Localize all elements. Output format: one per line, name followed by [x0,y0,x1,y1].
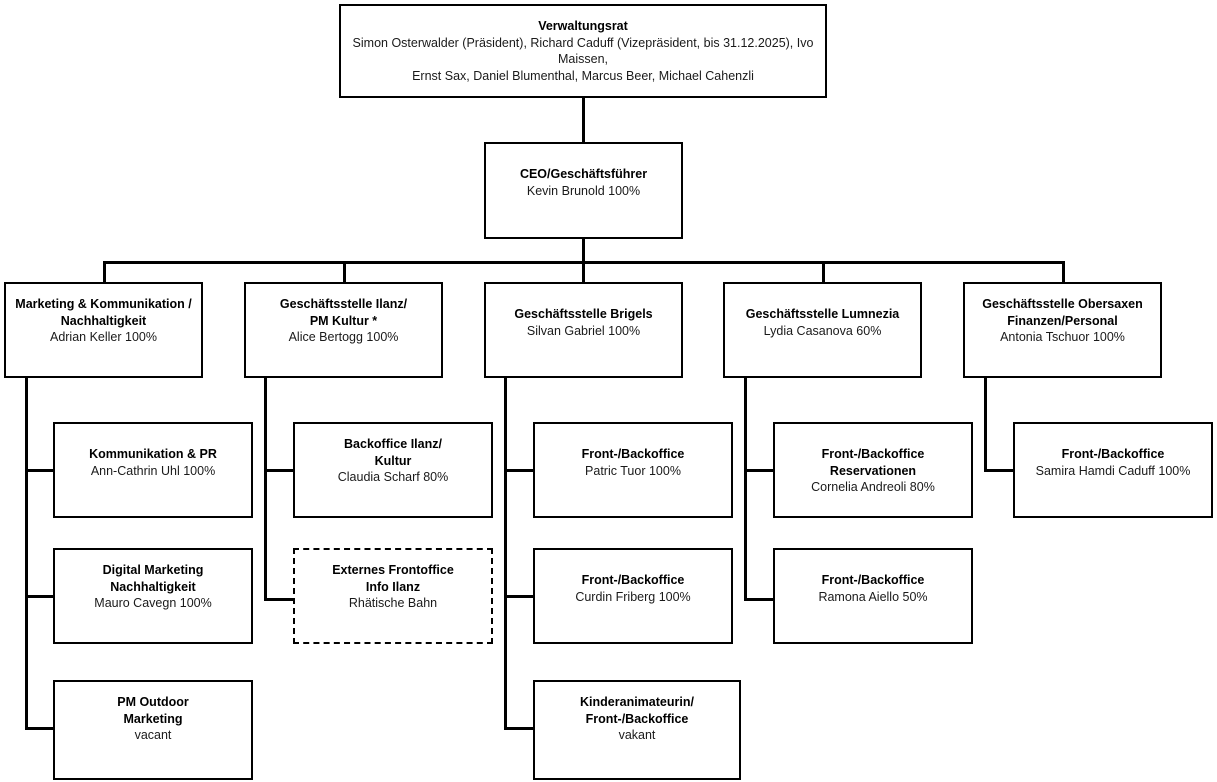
node-kinderanimateurin-title-line1: Kinderanimateurin/ [580,695,694,709]
node-geschaeftsstelle-ilanz[interactable]: Geschäftsstelle Ilanz/ PM Kultur * Alice… [244,282,443,378]
node-brigels-fb1-title: Front-/Backoffice [581,447,685,461]
connector-lumnezia-to-reservationen [744,469,774,472]
connector-drop-ilanz [343,261,346,282]
node-backoffice-ilanz-title-line2: Kultur [374,453,412,468]
node-backoffice-ilanz-person: Claudia Scharf 80% [337,470,449,484]
node-pm-outdoor-marketing[interactable]: PM Outdoor Marketing vacant [53,680,253,780]
connector-ilanz-to-backoffice [264,469,294,472]
node-pm-outdoor-title-line2: Marketing [123,711,183,726]
node-geschaeftsstelle-lumnezia[interactable]: Geschäftsstelle Lumnezia Lydia Casanova … [723,282,922,378]
node-digital-marketing[interactable]: Digital Marketing Nachhaltigkeit Mauro C… [53,548,253,644]
node-ceo-title: CEO/Geschäftsführer [519,167,648,181]
connector-marketing-to-kommunikation [25,469,55,472]
connector-board-to-ceo [582,98,585,142]
node-verwaltungsrat-title: Verwaltungsrat [538,19,628,33]
node-brigels-fb1-person: Patric Tuor 100% [585,463,681,478]
connector-lumnezia-to-fb [744,598,774,601]
connector-drop-marketing [103,261,106,282]
node-lumnezia-person: Lydia Casanova 60% [763,323,882,338]
connector-lumnezia-trunk [744,378,747,601]
connector-ilanz-to-externes [264,598,294,601]
node-backoffice-ilanz-title-line1: Backoffice Ilanz/ [344,437,442,451]
node-lumnezia-fb-person: Ramona Aiello 50% [818,589,928,604]
node-ilanz-title-line1: Geschäftsstelle Ilanz/ [279,297,408,311]
connector-marketing-to-pmoutdoor [25,727,55,730]
connector-marketing-trunk [25,378,28,729]
connector-obersaxen-trunk [984,378,987,472]
node-lumnezia-reservationen-person: Cornelia Andreoli 80% [811,480,935,494]
node-marketing-title-line1: Marketing & Kommunikation / [15,297,192,311]
node-kommunikation-pr-title: Kommunikation & PR [89,447,217,461]
node-brigels-frontbackoffice-1[interactable]: Front-/Backoffice Patric Tuor 100% [533,422,733,518]
node-lumnezia-title: Geschäftsstelle Lumnezia [745,307,900,321]
node-brigels-person: Silvan Gabriel 100% [526,323,641,338]
node-ilanz-title-line2: PM Kultur * [309,313,378,328]
node-obersaxen-fb-person: Samira Hamdi Caduff 100% [1035,463,1191,478]
node-ceo[interactable]: CEO/Geschäftsführer Kevin Brunold 100% [484,142,683,239]
node-digital-marketing-person: Mauro Cavegn 100% [94,596,212,610]
connector-marketing-to-digital [25,595,55,598]
node-ilanz-person: Alice Bertogg 100% [288,330,399,344]
node-verwaltungsrat-members-line2: Ernst Sax, Daniel Blumenthal, Marcus Bee… [412,68,754,83]
node-geschaeftsstelle-obersaxen[interactable]: Geschäftsstelle Obersaxen Finanzen/Perso… [963,282,1162,378]
node-geschaeftsstelle-brigels[interactable]: Geschäftsstelle Brigels Silvan Gabriel 1… [484,282,683,378]
node-digital-marketing-title-line2: Nachhaltigkeit [110,579,196,594]
connector-drop-lumnezia [822,261,825,282]
node-externes-frontoffice[interactable]: Externes Frontoffice Info Ilanz Rhätisch… [293,548,493,644]
node-backoffice-ilanz[interactable]: Backoffice Ilanz/ Kultur Claudia Scharf … [293,422,493,518]
node-externes-frontoffice-title-line2: Info Ilanz [365,579,421,594]
node-verwaltungsrat[interactable]: Verwaltungsrat Simon Osterwalder (Präsid… [339,4,827,98]
node-brigels-title: Geschäftsstelle Brigels [514,307,653,321]
node-verwaltungsrat-members-line1: Simon Osterwalder (Präsident), Richard C… [352,35,814,67]
node-kinderanimateurin-person: vakant [618,728,656,742]
node-externes-frontoffice-title-line1: Externes Frontoffice [332,563,454,577]
node-lumnezia-frontbackoffice[interactable]: Front-/Backoffice Ramona Aiello 50% [773,548,973,644]
node-obersaxen-title-line1: Geschäftsstelle Obersaxen [982,297,1143,311]
node-obersaxen-title-line2: Finanzen/Personal [1007,313,1118,328]
node-kinderanimateurin[interactable]: Kinderanimateurin/ Front-/Backoffice vak… [533,680,741,780]
node-lumnezia-reservationen[interactable]: Front-/Backoffice Reservationen Cornelia… [773,422,973,518]
node-digital-marketing-title-line1: Digital Marketing [102,563,204,577]
node-brigels-frontbackoffice-2[interactable]: Front-/Backoffice Curdin Friberg 100% [533,548,733,644]
node-kinderanimateurin-title-line2: Front-/Backoffice [585,711,689,726]
node-kommunikation-pr-person: Ann-Cathrin Uhl 100% [90,463,216,478]
node-pm-outdoor-title-line1: PM Outdoor [117,695,189,709]
node-kommunikation-pr[interactable]: Kommunikation & PR Ann-Cathrin Uhl 100% [53,422,253,518]
node-ceo-person: Kevin Brunold 100% [526,183,641,198]
connector-drop-obersaxen [1062,261,1065,282]
node-marketing-kommunikation[interactable]: Marketing & Kommunikation / Nachhaltigke… [4,282,203,378]
node-obersaxen-frontbackoffice[interactable]: Front-/Backoffice Samira Hamdi Caduff 10… [1013,422,1213,518]
node-marketing-title-line2: Nachhaltigkeit [60,313,147,328]
node-obersaxen-person: Antonia Tschuor 100% [1000,330,1125,344]
connector-obersaxen-to-fb [984,469,1014,472]
connector-brigels-to-fb2 [504,595,534,598]
node-marketing-person: Adrian Keller 100% [49,330,157,344]
connector-drop-brigels [582,261,585,282]
node-brigels-fb2-title: Front-/Backoffice [581,573,685,587]
connector-brigels-to-kinderanimateurin [504,727,534,730]
node-pm-outdoor-person: vacant [134,728,172,742]
connector-ceo-stem [582,239,585,263]
node-externes-frontoffice-person: Rhätische Bahn [348,596,438,610]
node-obersaxen-fb-title: Front-/Backoffice [1061,447,1165,461]
connector-brigels-trunk [504,378,507,729]
node-lumnezia-reservationen-title: Front-/Backoffice Reservationen [821,447,925,478]
node-lumnezia-fb-title: Front-/Backoffice [821,573,925,587]
node-brigels-fb2-person: Curdin Friberg 100% [575,589,691,604]
connector-brigels-to-fb1 [504,469,534,472]
connector-ilanz-trunk [264,378,267,601]
